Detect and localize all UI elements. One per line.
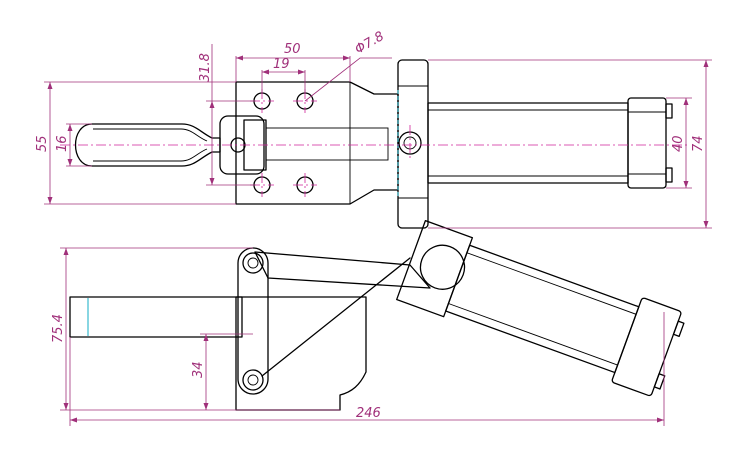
top-handle-loop bbox=[74, 123, 221, 167]
side-diagonal-link bbox=[261, 257, 411, 377]
dim-top-hole-diameter: Φ7.8 bbox=[353, 29, 387, 57]
side-cylinder-assembly bbox=[396, 219, 685, 397]
side-cylinder-body bbox=[445, 244, 640, 374]
dim-total-height: 74 bbox=[691, 135, 706, 152]
side-base-bracket bbox=[235, 296, 367, 411]
dim-top-height-left: 55 bbox=[35, 135, 50, 152]
dim-side-pivot-height: 34 bbox=[191, 361, 206, 378]
dim-handle-height: 16 bbox=[55, 135, 70, 152]
top-cylinder-flange bbox=[397, 59, 429, 229]
top-view bbox=[60, 59, 690, 229]
side-toggle-arm bbox=[254, 251, 431, 289]
dim-side-height: 75.4 bbox=[51, 314, 66, 343]
top-body-plate bbox=[235, 81, 399, 205]
dim-top-hole-spacing: 19 bbox=[273, 57, 290, 72]
dimension-labels: 50 19 Φ7.8 31.8 55 16 40 74 75.4 34 246 bbox=[35, 29, 706, 421]
side-view bbox=[69, 219, 685, 411]
dimension-lines bbox=[44, 44, 712, 426]
dim-top-hole-offset: 31.8 bbox=[198, 53, 213, 82]
dimension-arrows bbox=[47, 55, 709, 423]
side-cylinder-endcap bbox=[611, 297, 682, 397]
top-mounting-holes bbox=[250, 89, 317, 197]
dim-total-length: 246 bbox=[356, 406, 381, 421]
dim-cylinder-height: 40 bbox=[671, 135, 686, 152]
side-lower-pivot bbox=[242, 369, 264, 391]
side-handle-rod bbox=[69, 296, 243, 338]
dim-top-width: 50 bbox=[284, 42, 301, 57]
top-plunger-slot bbox=[265, 127, 389, 161]
top-cylinder-body bbox=[427, 102, 629, 184]
top-cylinder-endcap bbox=[627, 97, 667, 189]
side-upper-pivot bbox=[242, 252, 264, 274]
top-handle-inner bbox=[93, 128, 208, 162]
